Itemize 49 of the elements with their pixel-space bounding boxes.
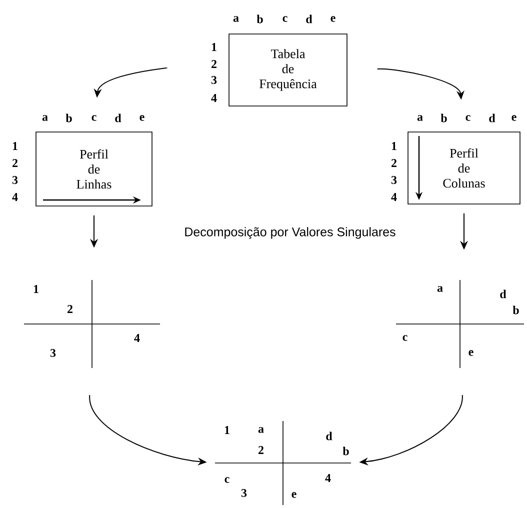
row-label: 3 <box>211 76 217 84</box>
point-label: 2 <box>68 305 72 313</box>
row-label: 2 <box>12 159 18 167</box>
column-label: e <box>330 16 336 22</box>
column-label: a <box>417 115 423 121</box>
table-box: Perfil de Colunas <box>408 132 520 204</box>
column-label: c <box>466 115 470 121</box>
row-label: 1 <box>212 43 216 51</box>
point-label: d <box>326 432 332 440</box>
row-label: 1 <box>392 142 396 150</box>
point-label: b <box>342 446 349 456</box>
point-label: a <box>437 286 443 292</box>
row-label: 4 <box>391 193 397 201</box>
column-label: a <box>42 115 48 121</box>
column-label: b <box>256 14 263 24</box>
row-label: 2 <box>212 60 216 68</box>
column-label: d <box>306 14 312 24</box>
point-label: 1 <box>34 285 38 293</box>
point-label: e <box>468 350 474 356</box>
row-label: 2 <box>392 159 396 167</box>
column-label: b <box>440 114 447 122</box>
point-label: b <box>512 306 519 314</box>
table-box: Tabela de Frequência <box>228 34 348 106</box>
point-label: 3 <box>50 348 56 358</box>
column-label: c <box>282 16 288 22</box>
column-label: d <box>489 114 496 122</box>
column-label: c <box>92 115 96 121</box>
row-label: 4 <box>12 193 18 201</box>
column-label: a <box>233 16 239 22</box>
point-label: e <box>292 492 296 498</box>
table-box: Perfil de Linhas <box>36 132 152 206</box>
row-label: 1 <box>12 142 18 150</box>
point-label: 4 <box>134 334 140 342</box>
row-label: 3 <box>12 176 18 184</box>
row-label: 4 <box>211 94 217 102</box>
point-label: 1 <box>224 426 230 434</box>
point-label: 3 <box>241 488 247 498</box>
point-label: a <box>258 427 264 433</box>
row-label: 3 <box>391 176 397 184</box>
point-label: c <box>402 335 408 341</box>
column-label: d <box>115 114 122 122</box>
column-label: e <box>140 115 144 121</box>
point-label: d <box>500 290 506 298</box>
point-label: c <box>224 477 230 483</box>
point-label: 2 <box>258 446 264 454</box>
column-label: e <box>512 115 516 121</box>
point-label: 4 <box>325 474 331 482</box>
column-label: b <box>66 114 72 122</box>
caption-text: Decomposição por Valores Singulares <box>185 227 396 239</box>
